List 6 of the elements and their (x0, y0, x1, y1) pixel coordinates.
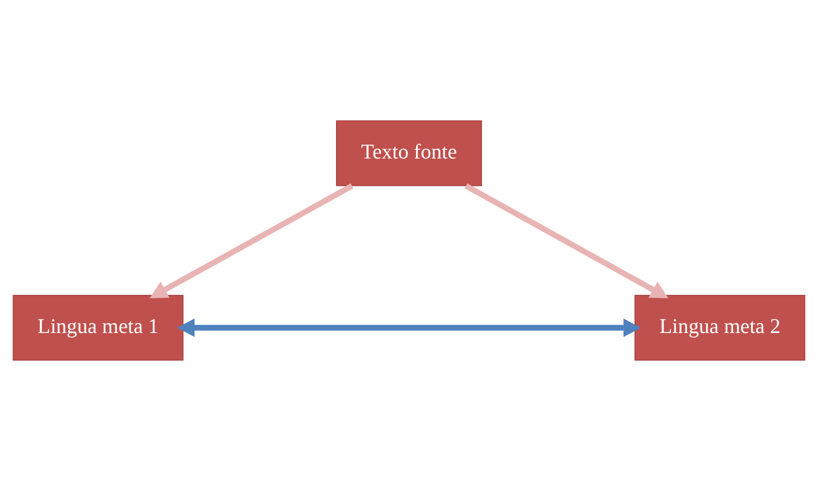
arrow (150, 183, 354, 298)
node-box: Lingua meta 2 (634, 294, 806, 361)
arrow (464, 183, 668, 298)
node-box: Lingua meta 1 (12, 294, 184, 361)
arrow (176, 318, 642, 337)
node-box: Texto fonte (336, 120, 482, 186)
